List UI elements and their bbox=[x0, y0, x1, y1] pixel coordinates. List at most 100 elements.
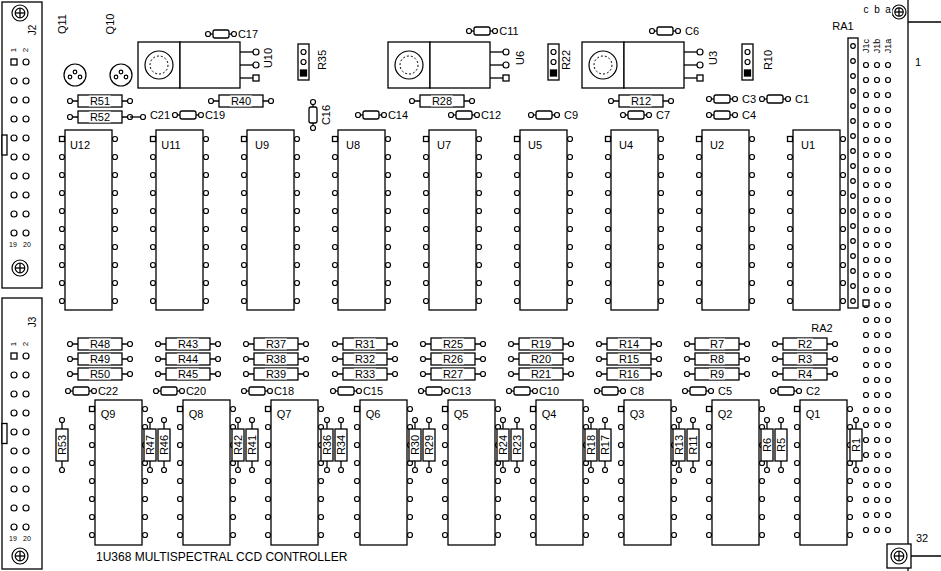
solder-pad bbox=[551, 70, 557, 76]
solder-pad bbox=[771, 389, 776, 394]
connector-pin bbox=[11, 410, 17, 416]
connector-pin bbox=[886, 258, 891, 263]
connector-pin bbox=[875, 483, 880, 488]
ic-pin bbox=[795, 533, 800, 538]
solder-pad bbox=[162, 418, 167, 423]
mounting-hole bbox=[19, 551, 20, 561]
ic-pin bbox=[242, 227, 247, 232]
solder-pad bbox=[621, 389, 626, 394]
resistor-symbol bbox=[420, 95, 464, 107]
ic-pin bbox=[531, 407, 536, 412]
ic-pin bbox=[408, 533, 413, 538]
solder-pad bbox=[529, 113, 534, 118]
connector-pin bbox=[886, 93, 891, 98]
part-label: R13 bbox=[674, 434, 685, 456]
solder-pad bbox=[745, 357, 750, 362]
connector-pin bbox=[886, 288, 891, 293]
ic-pin bbox=[750, 281, 755, 286]
connector-pin bbox=[886, 483, 891, 488]
ic-pin bbox=[619, 497, 624, 502]
ic-pin bbox=[386, 173, 391, 178]
solder-pad bbox=[609, 99, 614, 104]
solder-pad bbox=[851, 284, 856, 289]
ic-pin bbox=[333, 173, 338, 178]
ic-outline bbox=[247, 130, 294, 310]
solder-pad bbox=[493, 29, 498, 34]
ic-pin bbox=[606, 173, 611, 178]
solder-pad bbox=[68, 99, 73, 104]
ic-pin bbox=[848, 497, 853, 502]
connector-pin bbox=[23, 116, 29, 122]
ic-pin bbox=[333, 137, 338, 142]
connector-pin bbox=[886, 228, 891, 233]
ic-pin bbox=[659, 137, 664, 142]
ic-pin bbox=[496, 407, 501, 412]
solder-pad bbox=[503, 62, 509, 68]
connector-pin bbox=[23, 429, 29, 435]
solder-pad bbox=[154, 389, 159, 394]
ic-pin bbox=[151, 191, 156, 196]
solder-pad bbox=[851, 44, 856, 49]
ic-pin bbox=[841, 281, 846, 286]
ic-pin bbox=[242, 137, 247, 142]
connector-pin bbox=[23, 78, 29, 84]
solder-pad bbox=[393, 342, 398, 347]
connector-pin bbox=[886, 318, 891, 323]
ic-pin bbox=[151, 155, 156, 160]
solder-pad bbox=[677, 418, 682, 423]
solder-pad bbox=[216, 372, 221, 377]
ic-pin bbox=[496, 479, 501, 484]
connector-pin bbox=[864, 333, 869, 338]
capacitor-symbol bbox=[778, 387, 794, 395]
part-label: R20 bbox=[530, 354, 552, 365]
solder-pad bbox=[773, 342, 778, 347]
part-label: Q10 bbox=[105, 13, 116, 36]
ic-pin bbox=[760, 515, 765, 520]
ic-pin bbox=[750, 227, 755, 232]
resistor-symbol bbox=[775, 429, 787, 461]
mounting-hole bbox=[15, 551, 25, 561]
part-label: Q9 bbox=[100, 409, 117, 420]
connector-pin bbox=[864, 63, 869, 68]
solder-pad bbox=[236, 418, 241, 423]
capacitor-symbol bbox=[73, 387, 89, 395]
ic-pin bbox=[295, 191, 300, 196]
solder-pad bbox=[304, 357, 309, 362]
ic-pin bbox=[60, 191, 65, 196]
part-label: C4 bbox=[741, 110, 757, 121]
regulator-lead bbox=[684, 77, 697, 78]
solder-pad bbox=[569, 342, 574, 347]
ic-pin bbox=[443, 461, 448, 466]
ic-pin bbox=[788, 245, 793, 250]
ic-pin bbox=[333, 209, 338, 214]
ic-pin bbox=[231, 533, 236, 538]
ic-pin bbox=[750, 191, 755, 196]
solder-pad bbox=[603, 468, 608, 473]
ic-pin bbox=[848, 515, 853, 520]
connector-pin bbox=[875, 183, 880, 188]
ic-pin bbox=[295, 173, 300, 178]
ic-pin bbox=[606, 299, 611, 304]
connector-pin bbox=[864, 528, 869, 533]
connector-pin bbox=[11, 486, 17, 492]
ic-pin bbox=[841, 173, 846, 178]
part-label: 19 bbox=[8, 535, 18, 542]
ic-pin bbox=[443, 407, 448, 412]
solder-pad bbox=[851, 89, 856, 94]
connector-pin bbox=[875, 93, 880, 98]
regulator-lead bbox=[240, 64, 253, 65]
connector-pin bbox=[864, 228, 869, 233]
ic-pin bbox=[848, 479, 853, 484]
mounting-hole bbox=[19, 8, 20, 18]
resistor-symbol bbox=[783, 353, 827, 365]
solder-pad bbox=[851, 269, 856, 274]
ic-pin bbox=[477, 137, 482, 142]
ic-pin bbox=[606, 227, 611, 232]
solder-pad bbox=[449, 113, 454, 118]
part-label: C17 bbox=[237, 29, 259, 40]
ic-pin bbox=[113, 191, 118, 196]
ic-pin bbox=[113, 263, 118, 268]
ic-pin bbox=[319, 515, 324, 520]
ic-pin bbox=[424, 209, 429, 214]
part-label: Q5 bbox=[453, 409, 470, 420]
